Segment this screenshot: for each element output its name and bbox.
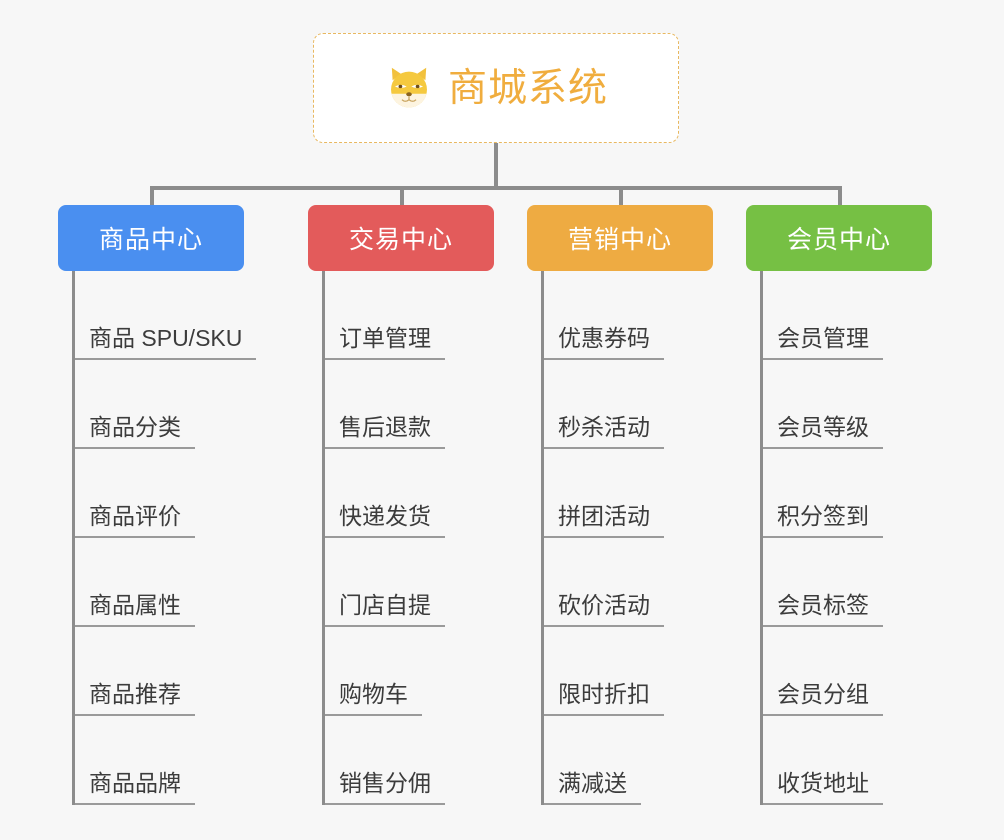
- leaf-item-label: 砍价活动: [558, 591, 650, 618]
- connector-drop-branch-2: [619, 186, 623, 207]
- leaf-item-label: 满减送: [558, 769, 627, 796]
- leaf-item-label: 拼团活动: [558, 502, 650, 529]
- leaf-item[interactable]: 积分签到: [746, 449, 932, 538]
- leaf-item[interactable]: 拼团活动: [527, 449, 713, 538]
- leaf-item-label: 商品评价: [89, 502, 181, 529]
- branch-header-trade-center[interactable]: 交易中心: [308, 205, 494, 271]
- leaf-item[interactable]: 商品属性: [58, 538, 256, 627]
- leaf-item[interactable]: 满减送: [527, 716, 713, 805]
- leaf-item[interactable]: 订单管理: [308, 271, 494, 360]
- connector-drop-branch-1: [400, 186, 404, 207]
- leaf-item-label: 优惠券码: [558, 324, 650, 351]
- leaf-item-label: 订单管理: [339, 324, 431, 351]
- leaf-item[interactable]: 会员标签: [746, 538, 932, 627]
- branch-header-label: 商品中心: [98, 226, 203, 254]
- leaf-item-label: 会员标签: [777, 591, 869, 618]
- connector-drop-branch-3: [838, 186, 842, 207]
- leaf-list-marketing-center: 优惠券码 秒杀活动 拼团活动 砍价活动 限时折扣 满减送: [527, 271, 713, 805]
- leaf-item-label: 会员管理: [777, 324, 869, 351]
- branch-header-member-center[interactable]: 会员中心: [746, 205, 932, 271]
- leaf-item-label: 商品推荐: [89, 680, 181, 707]
- leaf-item[interactable]: 快递发货: [308, 449, 494, 538]
- branch-header-marketing-center[interactable]: 营销中心: [527, 205, 713, 271]
- connector-horizontal-bar: [150, 186, 842, 190]
- leaf-item[interactable]: 会员等级: [746, 360, 932, 449]
- leaf-item[interactable]: 销售分佣: [308, 716, 494, 805]
- leaf-item[interactable]: 收货地址: [746, 716, 932, 805]
- branch-column-trade-center: 交易中心 订单管理 售后退款 快递发货 门店自提 购物车 销售分佣: [308, 205, 494, 805]
- leaf-item[interactable]: 限时折扣: [527, 627, 713, 716]
- leaf-item[interactable]: 商品推荐: [58, 627, 256, 716]
- leaf-item-label: 会员等级: [777, 413, 869, 440]
- branch-header-label: 会员中心: [786, 226, 891, 254]
- leaf-item-label: 会员分组: [777, 680, 869, 707]
- leaf-item[interactable]: 砍价活动: [527, 538, 713, 627]
- leaf-item[interactable]: 会员分组: [746, 627, 932, 716]
- leaf-item[interactable]: 门店自提: [308, 538, 494, 627]
- leaf-item[interactable]: 会员管理: [746, 271, 932, 360]
- leaf-item[interactable]: 秒杀活动: [527, 360, 713, 449]
- branch-column-marketing-center: 营销中心 优惠券码 秒杀活动 拼团活动 砍价活动 限时折扣 满减送: [527, 205, 713, 805]
- branch-spine: [322, 271, 325, 805]
- branch-spine: [72, 271, 75, 805]
- branch-spine: [760, 271, 763, 805]
- branch-spine: [541, 271, 544, 805]
- branch-header-label: 交易中心: [348, 226, 453, 254]
- leaf-item-label: 快递发货: [339, 502, 431, 529]
- leaf-item-label: 门店自提: [339, 591, 431, 618]
- branch-column-product-center: 商品中心 商品 SPU/SKU 商品分类 商品评价 商品属性 商品推荐 商品品牌: [58, 205, 257, 805]
- leaf-item[interactable]: 商品评价: [58, 449, 256, 538]
- root-node-mall-system[interactable]: 商城系统: [313, 33, 679, 143]
- leaf-item-label: 商品分类: [89, 413, 181, 440]
- shiba-dog-face-icon: [391, 67, 427, 108]
- branch-header-product-center[interactable]: 商品中心: [58, 205, 244, 271]
- leaf-item-label: 积分签到: [777, 502, 869, 529]
- branch-header-label: 营销中心: [567, 226, 672, 254]
- leaf-item-label: 收货地址: [777, 769, 869, 796]
- leaf-item[interactable]: 商品分类: [58, 360, 256, 449]
- leaf-item-label: 商品属性: [89, 591, 181, 618]
- leaf-item-label: 商品品牌: [89, 769, 181, 796]
- root-title: 商城系统: [447, 66, 608, 110]
- leaf-list-trade-center: 订单管理 售后退款 快递发货 门店自提 购物车 销售分佣: [308, 271, 494, 805]
- leaf-item-label: 购物车: [339, 680, 408, 707]
- leaf-item-label: 售后退款: [339, 413, 431, 440]
- leaf-item[interactable]: 购物车: [308, 627, 494, 716]
- leaf-item[interactable]: 优惠券码: [527, 271, 713, 360]
- leaf-item-label: 秒杀活动: [558, 413, 650, 440]
- leaf-item[interactable]: 商品 SPU/SKU: [58, 271, 257, 360]
- leaf-item-label: 销售分佣: [339, 769, 431, 796]
- leaf-item[interactable]: 售后退款: [308, 360, 494, 449]
- leaf-item-label: 限时折扣: [558, 680, 650, 707]
- leaf-item[interactable]: 商品品牌: [58, 716, 256, 805]
- leaf-list-member-center: 会员管理 会员等级 积分签到 会员标签 会员分组 收货地址: [746, 271, 932, 805]
- leaf-item-label: 商品 SPU/SKU: [89, 324, 243, 351]
- leaf-list-product-center: 商品 SPU/SKU 商品分类 商品评价 商品属性 商品推荐 商品品牌: [58, 271, 257, 805]
- branch-column-member-center: 会员中心 会员管理 会员等级 积分签到 会员标签 会员分组 收货地址: [746, 205, 932, 805]
- connector-root-stem: [494, 143, 498, 189]
- connector-drop-branch-0: [150, 186, 154, 207]
